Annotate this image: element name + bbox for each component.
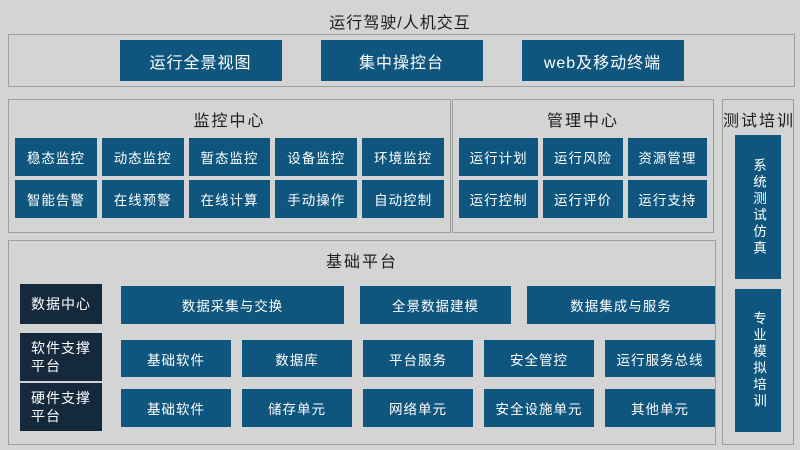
data-center-label: 数据中心 — [20, 284, 102, 324]
security-facility-unit-block: 安全设施单元 — [484, 389, 594, 427]
auto-control-block: 自动控制 — [362, 180, 444, 218]
basic-platform-panel: 基础平台 数据中心 数据采集与交换 全景数据建模 数据集成与服务 软件支撑平台 … — [8, 240, 716, 445]
central-console-block: 集中操控台 — [320, 40, 483, 81]
operation-plan-block: 运行计划 — [459, 138, 539, 176]
hmi-panel: 运行全景视图 集中操控台 web及移动终端 — [8, 34, 795, 87]
operation-service-bus-block: 运行服务总线 — [605, 340, 715, 377]
test-training-panel: 测试培训 系统测试仿真 专业模拟培训 — [722, 99, 794, 445]
platform-service-block: 平台服务 — [363, 340, 473, 377]
software-platform-label: 软件支撑平台 — [20, 333, 102, 381]
transient-monitoring-block: 暂态监控 — [188, 138, 271, 176]
operation-control-block: 运行控制 — [459, 180, 539, 218]
page-title: 运行驾驶/人机交互 — [329, 15, 471, 32]
monitoring-grid: 稳态监控 动态监控 暂态监控 设备监控 环境监控 智能告警 在线预警 在线计算 … — [15, 138, 444, 218]
operation-evaluation-block: 运行评价 — [543, 180, 623, 218]
online-calculation-block: 在线计算 — [188, 180, 271, 218]
software-platform-row: 基础软件 数据库 平台服务 安全管控 运行服务总线 — [121, 340, 715, 377]
panorama-view-block: 运行全景视图 — [119, 40, 282, 81]
resource-management-block: 资源管理 — [627, 138, 707, 176]
database-block: 数据库 — [242, 340, 352, 377]
monitoring-center-panel: 监控中心 稳态监控 动态监控 暂态监控 设备监控 环境监控 智能告警 在线预警 … — [8, 99, 451, 233]
web-mobile-terminal-block: web及移动终端 — [521, 40, 684, 81]
hw-basic-software-block: 基础软件 — [121, 389, 231, 427]
hardware-platform-row: 基础软件 储存单元 网络单元 安全设施单元 其他单元 — [121, 389, 715, 427]
test-training-title: 测试培训 — [723, 113, 796, 130]
panorama-data-modeling-block: 全景数据建模 — [360, 286, 511, 324]
basic-software-block: 基础软件 — [121, 340, 231, 377]
manual-operation-block: 手动操作 — [275, 180, 358, 218]
steady-state-monitoring-block: 稳态监控 — [15, 138, 97, 176]
network-unit-block: 网络单元 — [363, 389, 473, 427]
management-center-title: 管理中心 — [546, 113, 619, 130]
operation-support-block: 运行支持 — [627, 180, 707, 218]
system-test-simulation-block: 系统测试仿真 — [735, 135, 781, 279]
equipment-monitoring-block: 设备监控 — [275, 138, 358, 176]
monitoring-center-title: 监控中心 — [193, 113, 266, 130]
other-unit-block: 其他单元 — [605, 389, 715, 427]
storage-unit-block: 储存单元 — [242, 389, 352, 427]
intelligent-alarm-block: 智能告警 — [15, 180, 97, 218]
data-center-row: 数据采集与交换 全景数据建模 数据集成与服务 — [121, 286, 715, 324]
online-warning-block: 在线预警 — [101, 180, 184, 218]
data-collection-exchange-block: 数据采集与交换 — [121, 286, 344, 324]
operation-risk-block: 运行风险 — [543, 138, 623, 176]
environment-monitoring-block: 环境监控 — [362, 138, 444, 176]
dynamic-monitoring-block: 动态监控 — [101, 138, 184, 176]
security-control-block: 安全管控 — [484, 340, 594, 377]
hardware-platform-label: 硬件支撑平台 — [20, 383, 102, 431]
management-grid: 运行计划 运行风险 资源管理 运行控制 运行评价 运行支持 — [459, 138, 707, 218]
management-center-panel: 管理中心 运行计划 运行风险 资源管理 运行控制 运行评价 运行支持 — [452, 99, 714, 233]
data-integration-service-block: 数据集成与服务 — [527, 286, 715, 324]
professional-simulation-training-block: 专业模拟培训 — [735, 289, 781, 432]
basic-platform-title: 基础平台 — [325, 254, 398, 271]
